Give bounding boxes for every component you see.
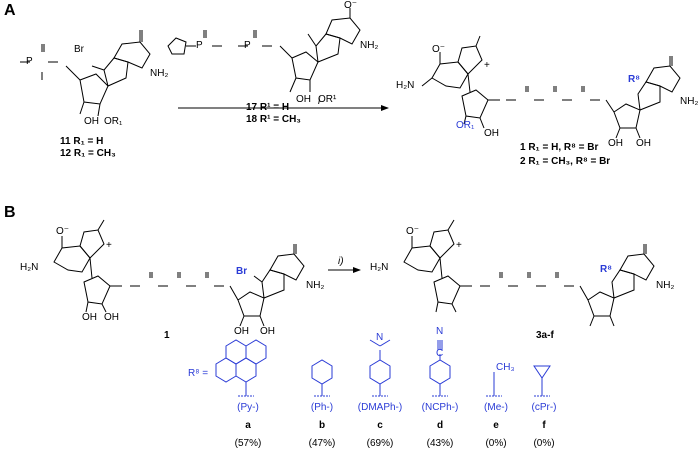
compound-11-label: 11 R₁ = H <box>60 136 104 147</box>
atom-oh-1b: OH <box>608 138 623 149</box>
atom-n-cn: N <box>436 326 444 337</box>
atom-br-start: Br <box>236 266 248 277</box>
atom-plus-product: + <box>456 240 462 251</box>
atom-n-dma: N <box>376 332 384 343</box>
product-3a-f-structure <box>403 219 655 327</box>
pyrene-group <box>215 339 267 397</box>
substituent-yield-c: (69%) <box>366 438 394 449</box>
reagent-i-label-b: i) <box>338 256 344 267</box>
atom-p-11: P <box>26 56 33 67</box>
atom-h2n-start: H₂N <box>20 262 39 273</box>
substituent-yield-a: (57%) <box>234 438 262 449</box>
product-3af-label: 3a-f <box>536 330 554 341</box>
reagent-i-label-a: i <box>318 96 321 107</box>
product-1-2-structure <box>421 35 681 139</box>
substituent-letter-f: f <box>542 420 546 431</box>
reagent-17-18-structure <box>167 8 361 93</box>
phenyl-group <box>311 359 333 397</box>
atom-oh-start-d: OH <box>260 326 275 337</box>
atom-ominus-1: O⁻ <box>432 44 446 55</box>
atom-oh-11: OH <box>84 116 99 127</box>
substituent-yield-b: (47%) <box>308 438 336 449</box>
methyl-group <box>486 372 502 397</box>
substituent-yield-e: (0%) <box>485 438 507 449</box>
atom-p-17a: P <box>196 40 203 51</box>
atom-or1-1: OR₁ <box>456 120 475 131</box>
atom-plus-start: + <box>106 240 112 251</box>
atom-br-11: Br <box>74 44 84 55</box>
atom-oh-1c: OH <box>636 138 651 149</box>
atom-p-17b: P <box>244 40 251 51</box>
atom-nh2-1: NH₂ <box>680 96 699 107</box>
atom-nh2-11: NH₂ <box>150 68 169 79</box>
atom-nh2-17: NH₂ <box>360 40 379 51</box>
substituent-letter-e: e <box>493 420 499 431</box>
atom-r8-1: R⁸ <box>628 74 640 85</box>
atom-nh2-start: NH₂ <box>306 280 325 291</box>
atom-oh-start-b: OH <box>104 312 119 323</box>
substituent-abbr-e: (Me-) <box>484 402 508 413</box>
substituent-yield-f: (0%) <box>533 438 555 449</box>
atom-ominus-product: O⁻ <box>406 226 420 237</box>
substituent-abbr-f: (cPr-) <box>531 402 557 413</box>
atom-oh-start-a: OH <box>82 312 97 323</box>
substituent-letter-c: c <box>377 420 383 431</box>
atom-h2n-product: H₂N <box>370 262 389 273</box>
atom-plus-1: + <box>484 60 490 71</box>
substituent-abbr-c: (DMAPh-) <box>357 402 403 413</box>
cyclopropyl-group <box>533 365 551 397</box>
compound-11-12-structure <box>20 30 151 117</box>
substituent-abbr-b: (Ph-) <box>310 402 334 413</box>
atom-c-cn: C <box>436 348 444 359</box>
atom-oh-start-c: OH <box>234 326 249 337</box>
start-compound-1-structure <box>53 219 305 327</box>
compound-17-label: 17 R¹ = H <box>246 102 290 113</box>
compound-12-label: 12 R₁ = CH₃ <box>60 148 116 159</box>
substituent-structures <box>215 339 551 397</box>
atom-or1-17: OR¹ <box>318 94 337 105</box>
substituent-letter-b: b <box>318 420 326 431</box>
dmaph-group <box>369 339 391 397</box>
atom-ominus-start: O⁻ <box>56 226 70 237</box>
atom-oh-17: OH <box>296 94 311 105</box>
atom-nh2-product: NH₂ <box>656 280 675 291</box>
panel-a-letter: A <box>4 2 16 19</box>
atom-oh-1: OH <box>484 128 499 139</box>
r8-equals-label: R⁸ = <box>188 368 209 379</box>
substituent-abbr-a: (Py-) <box>237 402 259 413</box>
ncph-group <box>429 340 451 397</box>
substituent-letter-a: a <box>245 420 251 431</box>
substituent-abbr-d: (NCPh-) <box>421 402 459 413</box>
compound-18-label: 18 R¹ = CH₃ <box>246 114 301 125</box>
atom-ch3-me: CH₃ <box>496 362 515 373</box>
atom-h2n-1: H₂N <box>396 80 415 91</box>
panel-b-letter: B <box>4 204 16 221</box>
atom-r8-product: R⁸ <box>600 264 612 275</box>
start-compound-label: 1 <box>164 330 170 341</box>
substituent-yield-d: (43%) <box>426 438 454 449</box>
atom-ominus-17: O⁻ <box>344 0 358 11</box>
substituent-letter-d: d <box>436 420 444 431</box>
product-1-label: 1 R₁ = H, R⁸ = Br <box>520 142 599 153</box>
atom-or1-11: OR₁ <box>104 116 123 127</box>
product-2-label: 2 R₁ = CH₃, R⁸ = Br <box>520 156 611 167</box>
